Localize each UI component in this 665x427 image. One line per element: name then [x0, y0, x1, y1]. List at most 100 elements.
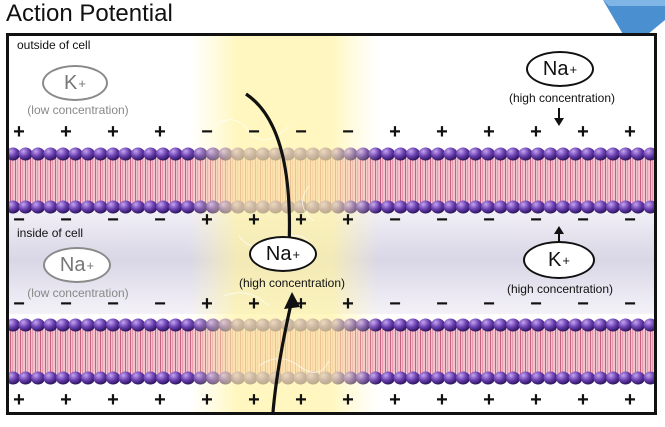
phospholipid-head: [593, 200, 608, 214]
positive-charge: +: [483, 389, 495, 411]
ion-symbol: K: [548, 248, 562, 271]
phospholipid-head: [143, 318, 158, 332]
phospholipid-head: [606, 371, 620, 385]
positive-charge: +: [342, 293, 354, 315]
positive-charge: +: [577, 389, 589, 411]
phospholipid-head: [393, 200, 408, 214]
positive-charge: +: [295, 389, 307, 411]
phospholipid-head: [31, 147, 45, 161]
phospholipid-head: [518, 147, 533, 161]
phospholipid-head: [18, 371, 33, 385]
negative-charge: −: [389, 209, 401, 231]
phospholipid-head: [143, 147, 158, 161]
phospholipid-head: [118, 200, 133, 214]
negative-charge: −: [436, 209, 448, 231]
na-influx-arrow-lower: [271, 292, 300, 412]
phospholipid-head: [9, 200, 20, 214]
phospholipid-head: [456, 147, 470, 161]
phospholipid-head: [431, 200, 445, 214]
negative-charge: −: [483, 293, 495, 315]
phospholipid-head: [581, 147, 595, 161]
phospholipid-head: [56, 200, 70, 214]
page-title: Action Potential: [6, 0, 173, 27]
phospholipid-head: [493, 200, 508, 214]
positive-charge: +: [342, 389, 354, 411]
positive-charge: +: [60, 121, 72, 143]
charge-row-outer-upper: ++++−−−−++++++: [13, 121, 636, 143]
positive-charge: +: [248, 209, 260, 231]
phospholipid-head: [643, 371, 654, 385]
phospholipid-head: [381, 147, 395, 161]
phospholipid-head: [506, 318, 520, 332]
phospholipid-head: [443, 371, 458, 385]
phospholipid-head: [68, 147, 83, 161]
phospholipid-head: [43, 318, 58, 332]
phospholipid-head: [568, 147, 583, 161]
phospholipid-head: [456, 318, 470, 332]
phospholipid-head: [68, 318, 83, 332]
phospholipid-head: [493, 147, 508, 161]
positive-charge: +: [201, 389, 213, 411]
positive-charge: +: [342, 209, 354, 231]
negative-charge: −: [577, 209, 589, 231]
phospholipid-head: [493, 318, 508, 332]
phospholipid-head: [43, 200, 58, 214]
phospholipid-head: [406, 200, 420, 214]
charge-rows: ++++−−−−++++++ −−−−++++−−−−−− −−−−++++−−…: [13, 121, 636, 411]
phospholipid-head: [9, 371, 20, 385]
phospholipid-head: [631, 200, 645, 214]
phospholipid-head: [456, 200, 470, 214]
phospholipid-head: [93, 147, 108, 161]
potassium-inside-concentration: (high concentration): [506, 282, 614, 296]
phospholipid-head: [506, 147, 520, 161]
negative-charge: −: [13, 209, 25, 231]
positive-charge: +: [248, 293, 260, 315]
phospholipid-head: [468, 147, 483, 161]
sodium-outside-concentration: (high concentration): [508, 91, 616, 105]
phospholipid-head: [156, 318, 170, 332]
phospholipid-head: [106, 371, 120, 385]
phospholipid-head: [406, 147, 420, 161]
sodium-ion-inside: Na+: [43, 247, 111, 283]
phospholipid-head: [481, 200, 495, 214]
positive-charge: +: [389, 121, 401, 143]
positive-charge: +: [154, 389, 166, 411]
phospholipid-head: [543, 200, 558, 214]
phospholipid-head: [643, 318, 654, 332]
phospholipid-head: [43, 147, 58, 161]
potassium-outside-concentration: (low concentration): [27, 103, 129, 117]
phospholipid-head: [543, 371, 558, 385]
phospholipid-head: [618, 371, 633, 385]
phospholipid-head: [56, 371, 70, 385]
phospholipid-head: [443, 318, 458, 332]
phospholipid-head: [143, 200, 158, 214]
phospholipid-head: [556, 147, 570, 161]
phospholipid-head: [556, 318, 570, 332]
phospholipid-head: [531, 371, 545, 385]
negative-charge: −: [60, 293, 72, 315]
positive-charge: +: [624, 389, 636, 411]
negative-charge: −: [483, 209, 495, 231]
phospholipid-head: [481, 147, 495, 161]
positive-charge: +: [248, 389, 260, 411]
phospholipid-head: [81, 371, 95, 385]
phospholipid-head: [593, 318, 608, 332]
phospholipid-head: [168, 147, 183, 161]
negative-charge: −: [389, 293, 401, 315]
sodium-inside-concentration: (low concentration): [27, 286, 129, 300]
ion-symbol: K: [64, 71, 78, 94]
phospholipid-head: [568, 200, 583, 214]
phospholipid-head: [431, 147, 445, 161]
phospholipid-head: [93, 200, 108, 214]
ion-charge: +: [78, 75, 86, 91]
phospholipid-head: [643, 147, 654, 161]
negative-charge: −: [154, 209, 166, 231]
positive-charge: +: [13, 121, 25, 143]
charge-row-inner-upper: −−−−++++−−−−−−: [13, 209, 636, 231]
phospholipid-head: [93, 318, 108, 332]
phospholipid-head: [593, 371, 608, 385]
phospholipid-head: [93, 371, 108, 385]
positive-charge: +: [295, 209, 307, 231]
phospholipid-head: [431, 371, 445, 385]
phospholipid-head: [43, 371, 58, 385]
